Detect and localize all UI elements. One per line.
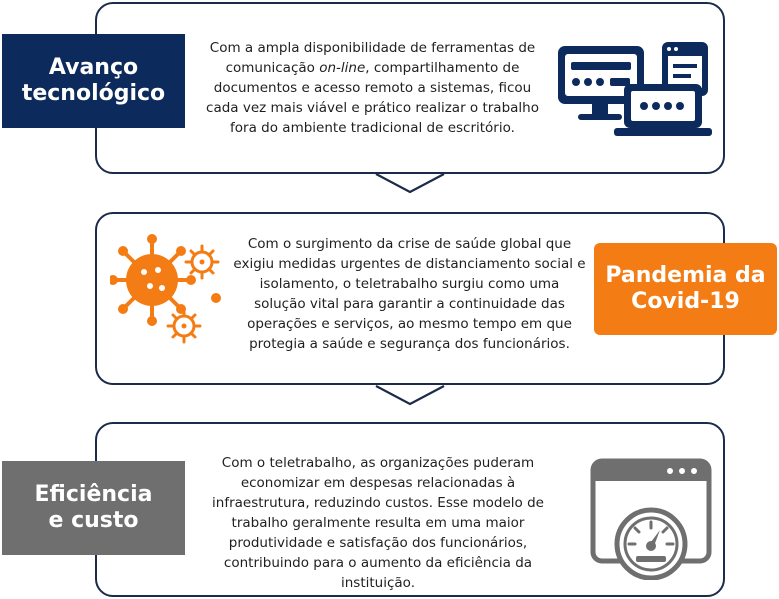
section-card-efficiency bbox=[95, 422, 725, 597]
section-text-pandemic: Com o surgimento da crise de saúde globa… bbox=[233, 236, 586, 352]
label-line-2: Covid-19 bbox=[631, 289, 740, 314]
section-label-pandemic: Pandemia da Covid-19 bbox=[594, 243, 777, 335]
label-line-1: Pandemia da bbox=[605, 263, 766, 288]
chevron-down-icon bbox=[375, 173, 445, 194]
section-text-efficiency: Com o teletrabalho, as organizações pude… bbox=[212, 455, 544, 591]
computer-screens-icon bbox=[558, 42, 712, 136]
section-label-efficiency: Eficiência e custo bbox=[2, 461, 185, 555]
label-line-2: tecnológico bbox=[21, 81, 166, 106]
section-text-technology: Com a ampla disponibilidade de ferrament… bbox=[206, 40, 539, 136]
section-label-technology: Avanço tecnológico bbox=[2, 34, 185, 128]
label-line-1: Avanço bbox=[48, 55, 139, 80]
speedometer-window-icon bbox=[590, 458, 712, 580]
virus-icon bbox=[110, 234, 221, 344]
label-line-2: e custo bbox=[48, 508, 139, 533]
label-line-1: Eficiência bbox=[34, 482, 153, 507]
chevron-down-icon bbox=[375, 385, 445, 406]
